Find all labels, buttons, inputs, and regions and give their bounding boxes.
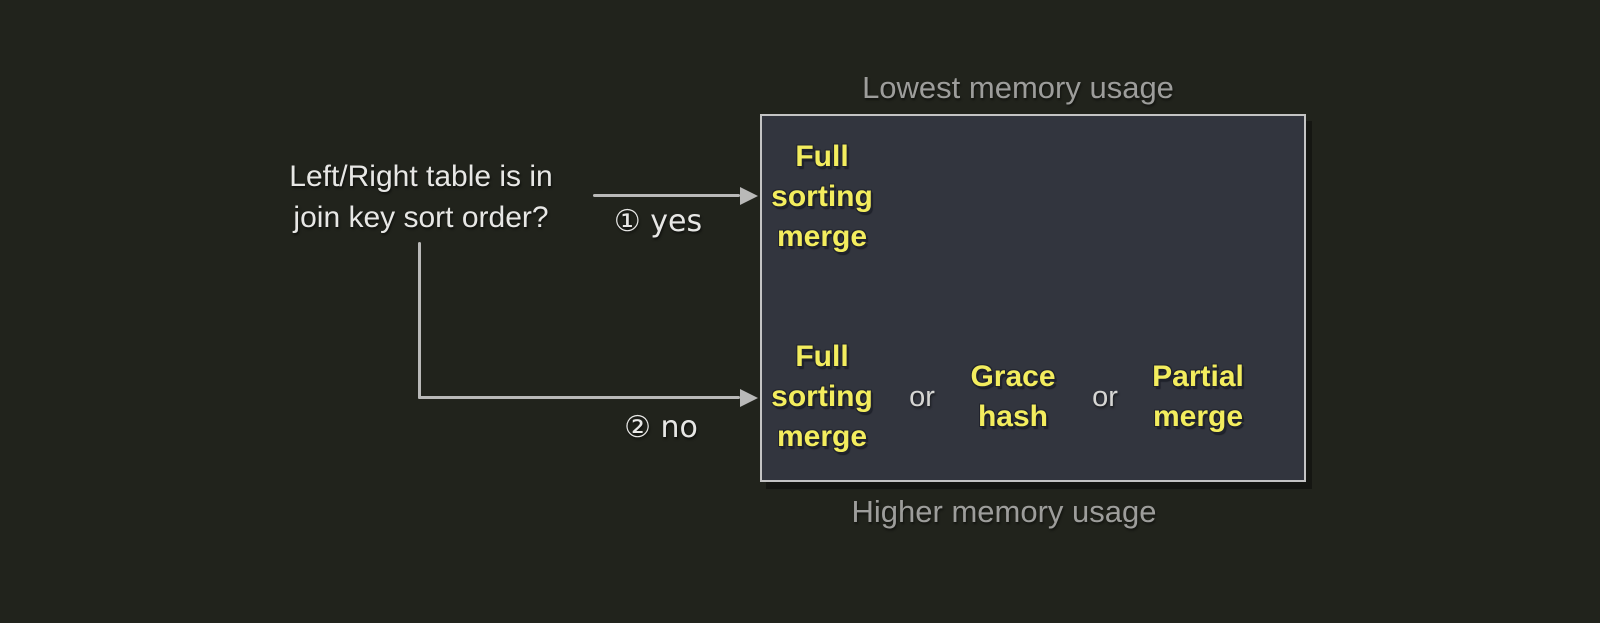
no-arrowhead-icon: [740, 389, 758, 407]
higher-memory-usage-label: Higher memory usage: [851, 494, 1157, 529]
no-branch-label: ② no: [624, 410, 698, 445]
no-connector-horizontal: [418, 396, 740, 399]
or-separator-2: or: [1092, 381, 1118, 413]
algo-grace-hash: Grace hash: [970, 360, 1056, 433]
algo-partial-merge: Partial merge: [1152, 360, 1244, 433]
yes-arrowhead-icon: [740, 187, 758, 205]
algo-full-sorting-merge-no: Full sorting merge: [771, 340, 873, 453]
algo-full-sorting-merge-yes: Full sorting merge: [771, 140, 873, 253]
lowest-memory-usage-label: Lowest memory usage: [862, 70, 1174, 105]
question-text: Left/Right table is in join key sort ord…: [289, 160, 553, 234]
no-connector-vertical: [418, 242, 421, 399]
yes-arrow-line: [593, 194, 740, 197]
or-separator-1: or: [909, 381, 935, 413]
algorithm-options-box: Full sorting merge Full sorting merge or…: [760, 114, 1306, 482]
yes-branch-label: ① yes: [613, 204, 703, 239]
